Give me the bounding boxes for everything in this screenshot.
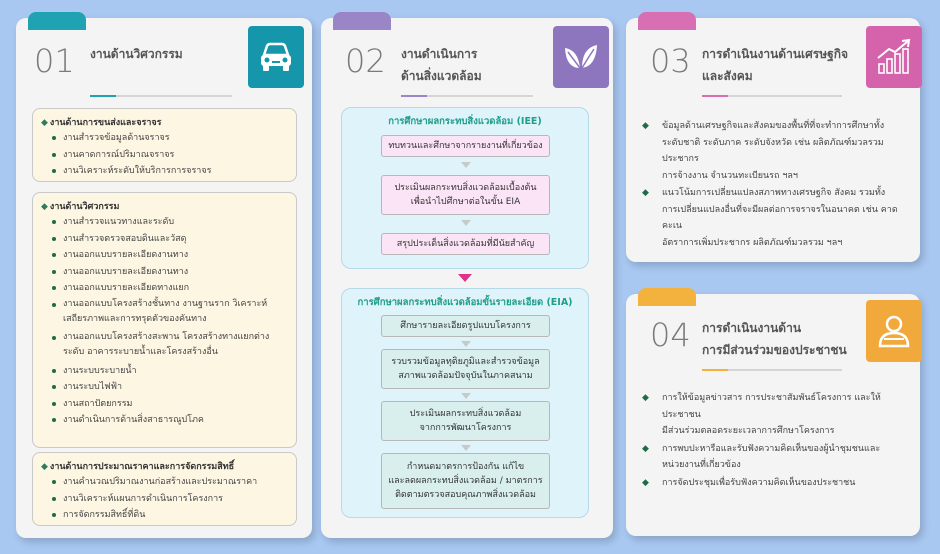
person-icon <box>878 315 910 348</box>
flow-step: ประเมินผลกระทบสิ่งแวดล้อมเบื้องต้น เพื่อ… <box>381 175 550 215</box>
section-title-line1: การดำเนินงานด้านเศรษฐกิจ <box>702 47 849 61</box>
list-item: งานสำรวจข้อมูลด้านจราจร <box>41 130 288 147</box>
group-title: งานด้านการประมาณราคาและการจัดกรรมสิทธิ์ <box>49 462 235 472</box>
card-economic: 03 การดำเนินงานด้านเศรษฐกิจ และสังคม ข้อ… <box>626 12 922 262</box>
flow-step: ทบทวนและศึกษาจากรายงานที่เกี่ยวข้อง <box>381 135 550 157</box>
section-number: 01 <box>34 42 75 80</box>
leaf-icon <box>565 45 597 69</box>
flow-step: รวบรวมข้อมูลทุติยภูมิและสำรวจข้อมูล สภาพ… <box>381 349 550 389</box>
participation-list: การให้ข้อมูลข่าวสาร การประชาสัมพันธ์โครง… <box>642 390 914 492</box>
group-title: งานด้านวิศวกรรม <box>49 202 120 212</box>
flow-arrow <box>461 393 471 399</box>
list-item: งานระบบไฟฟ้า <box>41 379 288 396</box>
group-traffic: ◆งานด้านการขนส่งและจราจร งานสำรวจข้อมูลด… <box>32 108 297 182</box>
list-item: งานออกแบบโครงสร้างสะพาน โครงสร้างทางแยกต… <box>41 330 288 361</box>
card-environment: 02 งานดำเนินการ ด้านสิ่งแวดล้อม การศึกษา… <box>321 12 613 538</box>
list-item: งานดำเนินการด้านสิ่งสาธารณูปโภค <box>41 412 288 429</box>
flow-arrow <box>461 220 471 226</box>
card-tab <box>638 12 696 30</box>
flow-step: ประเมินผลกระทบสิ่งแวดล้อม จากการพัฒนาโคร… <box>381 401 550 441</box>
section-title: งานด้านวิศวกรรม <box>90 47 183 61</box>
title-underline <box>702 95 842 97</box>
list-item: การจัดประชุมเพื่อรับฟังความคิดเห็นของประ… <box>642 475 914 492</box>
section-icon-box <box>248 26 304 88</box>
bar-chart-growth-icon <box>877 38 911 74</box>
list-item: งานสำรวจแนวทางและระดับ <box>41 214 288 231</box>
section-icon-box <box>866 26 922 88</box>
list-item: งานวิเคราะห์ระดับให้บริการการจราจร <box>41 163 288 180</box>
list-item: งานออกแบบรายละเอียดงานทาง <box>41 247 288 264</box>
flow-connector-arrow <box>458 274 472 282</box>
list-item: แนวโน้มการเปลี่ยนแปลงสภาพทางเศรษฐกิจ สัง… <box>642 185 914 251</box>
list-item: งานคำนวณปริมาณงานก่อสร้างและประมาณราคา <box>41 474 288 491</box>
section-number: 03 <box>650 42 691 80</box>
list-item: งานออกแบบโครงสร้างชั้นทาง งานฐานราก วิเค… <box>41 297 288 328</box>
section-icon-box <box>553 26 609 88</box>
group-title: งานด้านการขนส่งและจราจร <box>49 118 162 128</box>
list-item: งานคาดการณ์ปริมาณจราจร <box>41 147 288 164</box>
flow-arrow <box>461 445 471 451</box>
section-title-line2: และสังคม <box>702 69 753 83</box>
section-icon-box <box>866 300 922 362</box>
eia-title: การศึกษาผลกระทบสิ่งแวดล้อมขั้นรายละเอียด… <box>357 297 573 308</box>
section-title-line1: การดำเนินงานด้าน <box>702 321 802 335</box>
section-title-line1: งานดำเนินการ <box>401 47 478 61</box>
list-item: งานระบบระบายน้ำ <box>41 363 288 380</box>
flow-arrow <box>461 341 471 347</box>
flow-step: กำหนดมาตรการป้องกัน แก้ไข และลดผลกระทบสิ… <box>381 453 550 509</box>
iee-flow-panel: การศึกษาผลกระทบสิ่งแวดล้อม (IEE) ทบทวนแล… <box>341 107 589 269</box>
card-engineering: 01 งานด้านวิศวกรรม ◆งานด้านการขนส่งและจร… <box>16 12 312 538</box>
list-item: งานออกแบบรายละเอียดทางแยก <box>41 280 288 297</box>
list-item: งานสำรวจตรวจสอบดินและวัสดุ <box>41 231 288 248</box>
list-item: การให้ข้อมูลข่าวสาร การประชาสัมพันธ์โครง… <box>642 390 914 440</box>
title-underline <box>702 369 842 371</box>
card-participation: 04 การดำเนินงานด้าน การมีส่วนร่วมของประช… <box>626 288 922 536</box>
card-tab <box>638 288 696 306</box>
list-item: ข้อมูลด้านเศรษฐกิจและสังคมของพื้นที่ที่จ… <box>642 118 914 184</box>
group-estimation: ◆งานด้านการประมาณราคาและการจัดกรรมสิทธิ์… <box>32 452 297 526</box>
section-number: 04 <box>650 316 691 354</box>
section-title-line2: การมีส่วนร่วมของประชาชน <box>702 343 847 357</box>
list-item: งานออกแบบรายละเอียดงานทาง <box>41 264 288 281</box>
flow-step: ศึกษารายละเอียดรูปแบบโครงการ <box>381 315 550 337</box>
title-underline <box>90 95 232 97</box>
flow-arrow <box>461 162 471 168</box>
flow-step: สรุปประเด็นสิ่งแวดล้อมที่มีนัยสำคัญ <box>381 233 550 255</box>
card-tab <box>28 12 86 30</box>
section-number: 02 <box>345 42 386 80</box>
list-item: การพบปะหารือและรับฟังความคิดเห็นของผู้นำ… <box>642 441 914 474</box>
list-item: การจัดกรรมสิทธิ์ที่ดิน <box>41 507 288 524</box>
eia-flow-panel: การศึกษาผลกระทบสิ่งแวดล้อมขั้นรายละเอียด… <box>341 288 589 518</box>
group-engineering: ◆งานด้านวิศวกรรม งานสำรวจแนวทางและระดับ … <box>32 192 297 448</box>
section-title-line2: ด้านสิ่งแวดล้อม <box>401 69 482 83</box>
car-icon <box>261 42 291 71</box>
card-tab <box>333 12 391 30</box>
list-item: งานสถาปัตยกรรม <box>41 396 288 413</box>
economic-list: ข้อมูลด้านเศรษฐกิจและสังคมของพื้นที่ที่จ… <box>642 118 914 252</box>
iee-title: การศึกษาผลกระทบสิ่งแวดล้อม (IEE) <box>388 116 542 127</box>
list-item: งานวิเคราะห์แผนการดำเนินการโครงการ <box>41 491 288 508</box>
title-underline <box>401 95 533 97</box>
